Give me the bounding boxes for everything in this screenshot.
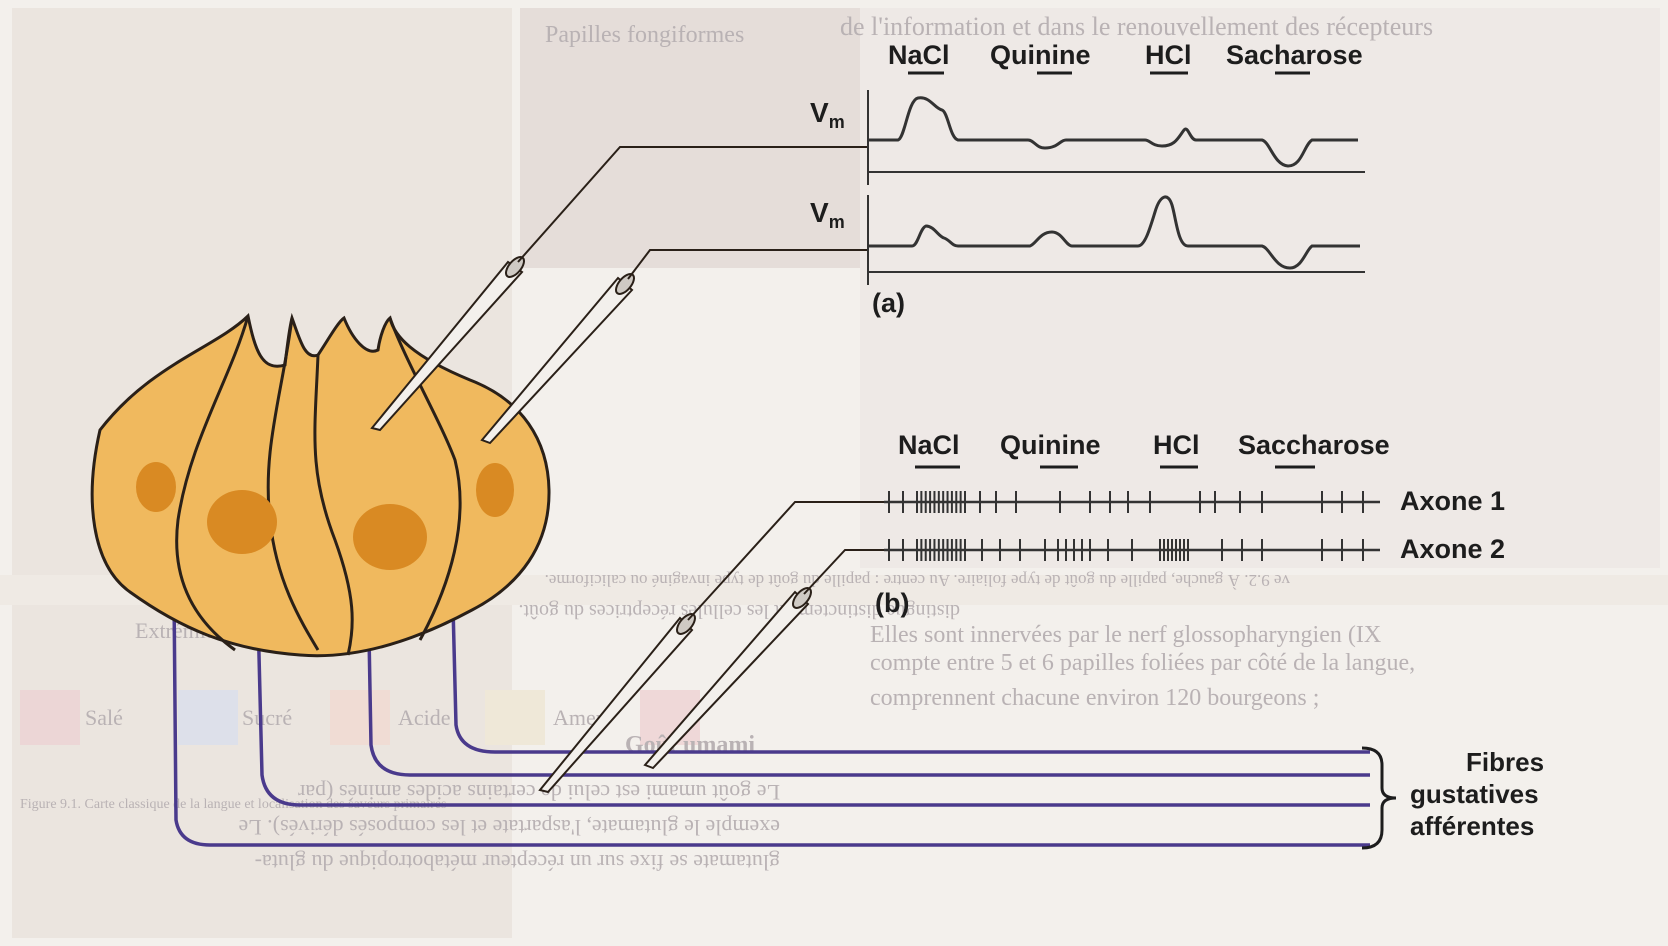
bg-line-4: Elles sont innervées par le nerf glossop… — [870, 622, 1381, 648]
stimulus-label-a-quinine: Quinine — [990, 40, 1091, 70]
fibres-label-line-1: Fibres — [1466, 747, 1544, 777]
panel-label-a: (a) — [872, 288, 905, 318]
bg-line-1: de l'information et dans le renouvelleme… — [840, 12, 1433, 41]
bg-line-8: exemple le glutamate, l'aspartate et les… — [238, 815, 780, 840]
bg-line-6: comprennent chacune environ 120 bourgeon… — [870, 685, 1319, 711]
panel-label-b: (b) — [875, 588, 909, 618]
axon-1-label: Axone 1 — [1400, 486, 1505, 516]
axon-2-label: Axone 2 — [1400, 534, 1505, 564]
nucleus-1 — [136, 462, 176, 512]
stimulus-label-b-nacl: NaCl — [898, 430, 960, 460]
stimulus-label-a-hcl: HCl — [1145, 40, 1192, 70]
nucleus-2 — [207, 490, 277, 554]
bg-caption-1: ve 9.2. À gauche, papille du goût de typ… — [545, 571, 1290, 590]
fibres-label-line-3: afférentes — [1410, 811, 1534, 841]
bg-line-2: Papilles fongiformes — [545, 22, 744, 48]
bg-key-acide: Acide — [398, 705, 451, 730]
nucleus-4 — [476, 463, 514, 517]
stimulus-label-a-sacharose: Sacharose — [1226, 40, 1363, 70]
stimulus-label-b-quinine: Quinine — [1000, 430, 1101, 460]
bg-heading: Goût umami — [625, 732, 755, 758]
bg-key-sucre: Sucré — [242, 705, 292, 730]
stimulus-label-b-hcl: HCl — [1153, 430, 1200, 460]
electrode-a2 — [482, 250, 868, 443]
stimulus-label-a-nacl: NaCl — [888, 40, 950, 70]
nucleus-3 — [353, 504, 427, 570]
fibres-brace: Fibres gustatives afférentes — [1362, 747, 1544, 848]
stimulus-label-b-saccharose: Saccharose — [1238, 430, 1390, 460]
bg-line-5: compte entre 5 et 6 papilles foliées par… — [870, 650, 1415, 676]
bg-key-sale: Salé — [85, 705, 123, 730]
fibres-label-line-2: gustatives — [1410, 779, 1539, 809]
bg-line-9: glutamate se fixe sur un récepteur métab… — [255, 850, 780, 875]
